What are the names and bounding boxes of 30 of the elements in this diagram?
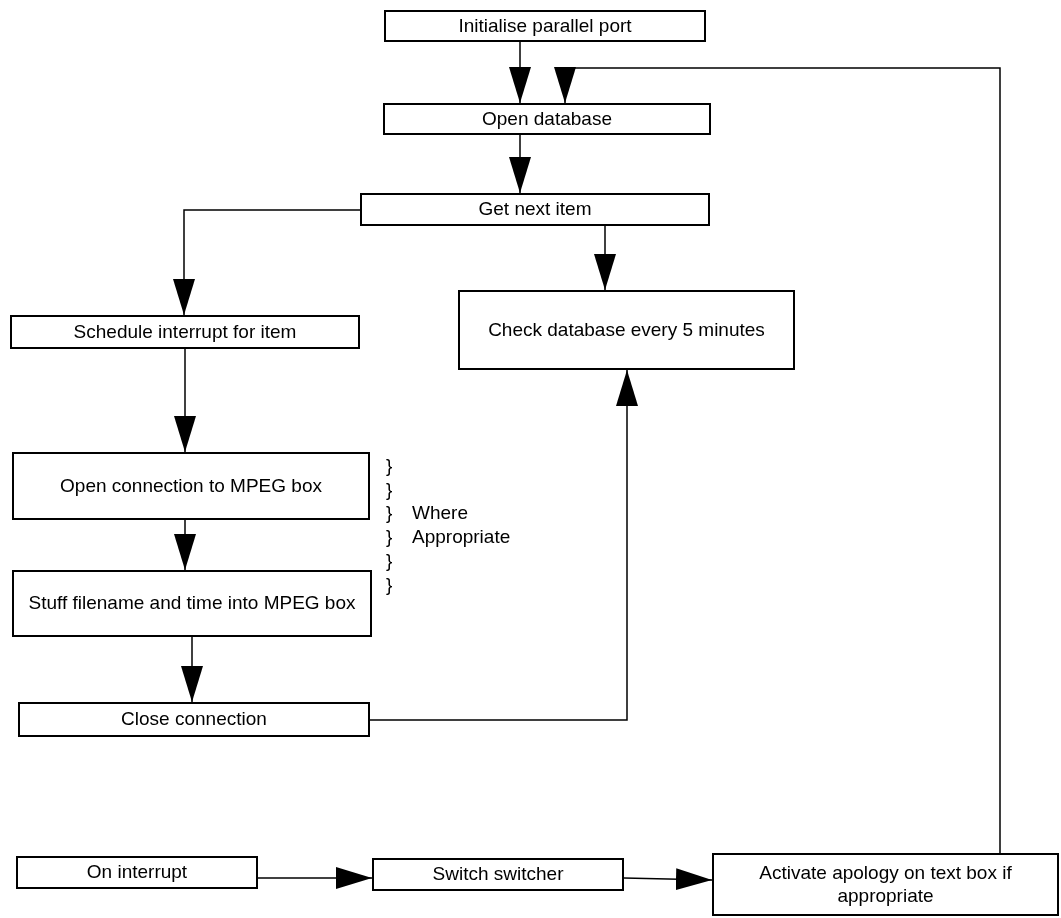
arrow (369, 369, 638, 721)
arrow (181, 636, 203, 703)
process-box: On interrupt (16, 856, 258, 889)
arrow (594, 225, 616, 291)
arrow (509, 41, 531, 104)
note-text: } (386, 479, 393, 502)
process-box: Activate apology on text box if appropriate (712, 853, 1059, 916)
arrow (554, 67, 1001, 854)
note-text: } (386, 526, 393, 549)
note-text: } (386, 502, 393, 525)
process-box: Get next item (360, 193, 710, 226)
arrow (257, 867, 373, 889)
arrow (174, 519, 196, 571)
process-box: Initialise parallel port (384, 10, 706, 42)
note-text: } (386, 574, 393, 597)
process-box: Schedule interrupt for item (10, 315, 360, 349)
process-box: Open connection to MPEG box (12, 452, 370, 520)
note-text: Appropriate (412, 526, 511, 549)
process-box: Close connection (18, 702, 370, 737)
process-box: Open database (383, 103, 711, 135)
process-box: Switch switcher (372, 858, 624, 891)
arrow (509, 134, 531, 194)
process-box: Stuff filename and time into MPEG box (12, 570, 372, 637)
note-text: } (386, 550, 393, 573)
note-text: Where (412, 502, 468, 525)
arrow (623, 868, 713, 891)
arrow (173, 209, 361, 316)
note-text: } (386, 455, 393, 478)
process-box: Check database every 5 minutes (458, 290, 795, 370)
arrow (174, 348, 196, 453)
